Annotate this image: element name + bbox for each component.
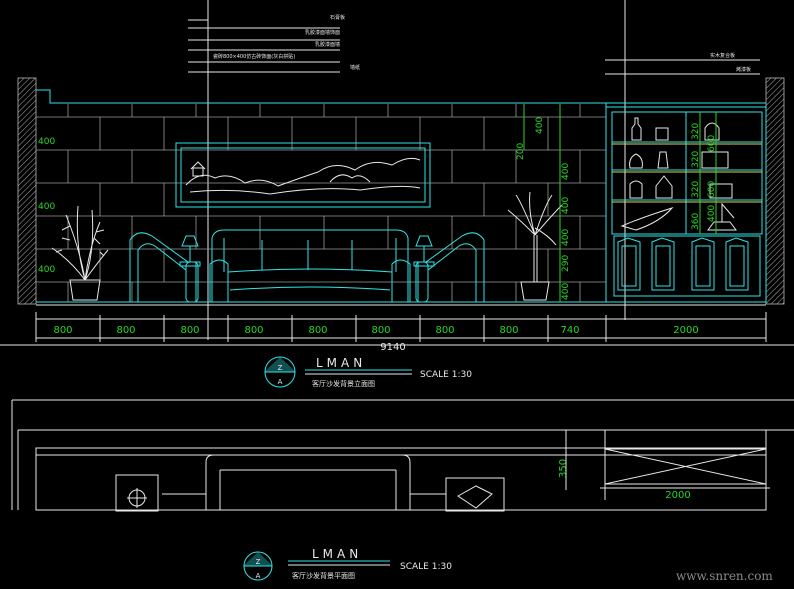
section-symbol-bottom: A	[278, 378, 283, 386]
dim-9: 740	[560, 325, 579, 336]
main-sofa	[209, 229, 411, 303]
dim-5: 800	[308, 325, 327, 336]
dim-7: 800	[435, 325, 454, 336]
landscape-painting	[175, 142, 431, 208]
note-5: 墙纸	[350, 64, 360, 71]
note-2: 乳胶漆面墙饰面	[305, 29, 340, 36]
note-6: 实木复合板	[710, 52, 735, 59]
dim-6: 800	[371, 325, 390, 336]
plan-view: 2000 350 Z A LMAN SCALE 1:30 客厅沙发背景平面图	[35, 430, 770, 581]
dim-3: 800	[180, 325, 199, 336]
cabinet-dim-4: 360	[691, 213, 701, 230]
center-height-5: 400	[561, 229, 571, 246]
plan-symbol-bottom: A	[256, 572, 261, 580]
left-potted-plant	[51, 205, 109, 301]
plan-height-dim: 350	[558, 459, 569, 478]
plan-symbol-top: Z	[256, 558, 261, 566]
elevation-title-block: Z A LMAN SCALE 1:30 客厅沙发背景立面图	[264, 356, 472, 388]
horizontal-dimensions: 800 800 800 800 800 800 800 800 740 2000…	[35, 312, 767, 353]
cabinet-dim-1: 320	[691, 123, 701, 140]
left-height-3: 400	[38, 265, 55, 275]
center-height-6: 290	[561, 255, 571, 272]
vertical-dimensions: 400 400 400 200 400 400 400 400 290 400 …	[38, 104, 717, 302]
right-armchair	[415, 232, 485, 303]
center-height-4: 400	[561, 197, 571, 214]
note-3: 乳胶漆面墙	[315, 41, 340, 48]
cabinet-dim-6: 600	[707, 181, 717, 198]
cabinet-bottles	[620, 117, 737, 231]
dim-4: 800	[244, 325, 263, 336]
cabinet-dim-2: 320	[691, 151, 701, 168]
reference-lines	[0, 0, 794, 510]
display-cabinet	[605, 106, 767, 303]
cabinet-doors	[617, 237, 749, 291]
center-height-2: 400	[535, 117, 545, 134]
section-symbol-top: Z	[278, 364, 283, 372]
dim-8: 800	[499, 325, 518, 336]
cabinet-dim-3: 320	[691, 181, 701, 198]
elevation-scale: SCALE 1:30	[420, 370, 472, 380]
total-dimension: 9140	[380, 342, 405, 353]
center-height-3: 400	[561, 163, 571, 180]
plan-caption: 客厅沙发背景平面图	[292, 571, 355, 580]
watermark: www.snren.com	[676, 569, 773, 583]
elevation-title: LMAN	[316, 356, 366, 370]
left-table-lamp	[179, 235, 201, 267]
plan-title: LMAN	[312, 547, 362, 561]
dim-1: 800	[53, 325, 72, 336]
elevation-caption: 客厅沙发背景立面图	[312, 379, 375, 388]
note-4: 瓷砖800×400仿古砖饰面(灰白拼贴)	[213, 53, 295, 60]
plan-width-dim: 2000	[665, 490, 690, 501]
plan-title-block: Z A LMAN SCALE 1:30 客厅沙发背景平面图	[243, 547, 452, 581]
brick-pattern	[36, 104, 606, 302]
dim-ticks	[35, 312, 767, 342]
note-1: 石膏板	[330, 14, 345, 21]
center-height-7: 400	[561, 283, 571, 300]
note-7: 烤漆板	[736, 66, 751, 73]
elevation-view: 400 400 400 200 400 400 400 400 290 400 …	[17, 77, 785, 388]
left-height-1: 400	[38, 137, 55, 147]
right-wall-hatch	[765, 77, 785, 305]
dim-10: 2000	[673, 325, 698, 336]
cabinet-dim-5: 600	[707, 135, 717, 152]
cabinet-dim-7: 400	[707, 205, 717, 222]
dim-2: 800	[116, 325, 135, 336]
plan-scale: SCALE 1:30	[400, 562, 452, 572]
right-potted-plant	[507, 191, 563, 301]
left-wall-hatch	[17, 77, 37, 305]
material-notes: 石膏板 乳胶漆面墙饰面 乳胶漆面墙 瓷砖800×400仿古砖饰面(灰白拼贴) 墙…	[213, 14, 751, 73]
left-height-2: 400	[38, 202, 55, 212]
center-height-1: 200	[516, 143, 526, 160]
